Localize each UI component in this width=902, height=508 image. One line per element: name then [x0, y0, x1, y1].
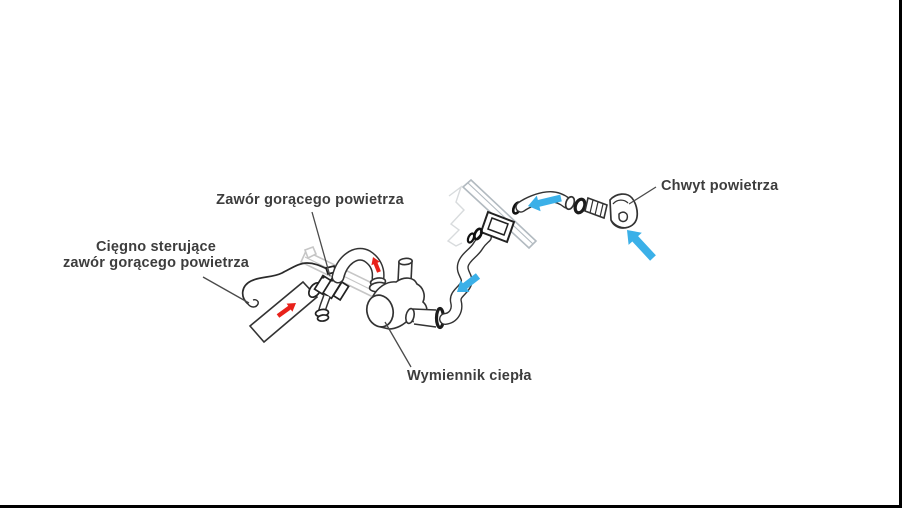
label-hot-air-valve: Zawór gorącego powietrza: [216, 192, 404, 208]
leader-air-intake: [628, 186, 657, 205]
hose-ring: [573, 197, 587, 215]
label-control-cable-line2: zawór gorącego powietrza: [62, 255, 250, 271]
leader-lines: [202, 186, 657, 368]
label-air-intake: Chwyt powietrza: [661, 178, 779, 194]
control-cable: [241, 262, 335, 308]
hot-air-arrow-elbow: [371, 257, 381, 273]
label-control-cable: Cięgno sterujące zawór gorącego powietrz…: [50, 239, 262, 271]
leader-hot-air-valve: [311, 211, 331, 277]
label-control-cable-line1: Cięgno sterujące: [95, 239, 217, 255]
leader-control-cable: [202, 276, 250, 304]
air-intake-scoop: [584, 193, 639, 229]
airflow-arrows: [276, 194, 656, 318]
heat-exchanger: [365, 257, 446, 330]
cold-air-arrow-upper-hose: [528, 194, 562, 212]
cold-air-hose-lower: [439, 231, 492, 325]
cold-air-hose-upper: [515, 191, 587, 215]
label-heat-exchanger: Wymiennik ciepła: [407, 368, 532, 384]
leader-heat-exchanger: [384, 321, 412, 368]
firewall-panel: [446, 178, 538, 250]
hot-air-valve: [307, 264, 350, 322]
cold-air-arrow-intake: [627, 230, 656, 261]
hot-air-arrow-duct: [276, 303, 296, 318]
cold-air-arrow-lower-hose: [457, 273, 481, 292]
